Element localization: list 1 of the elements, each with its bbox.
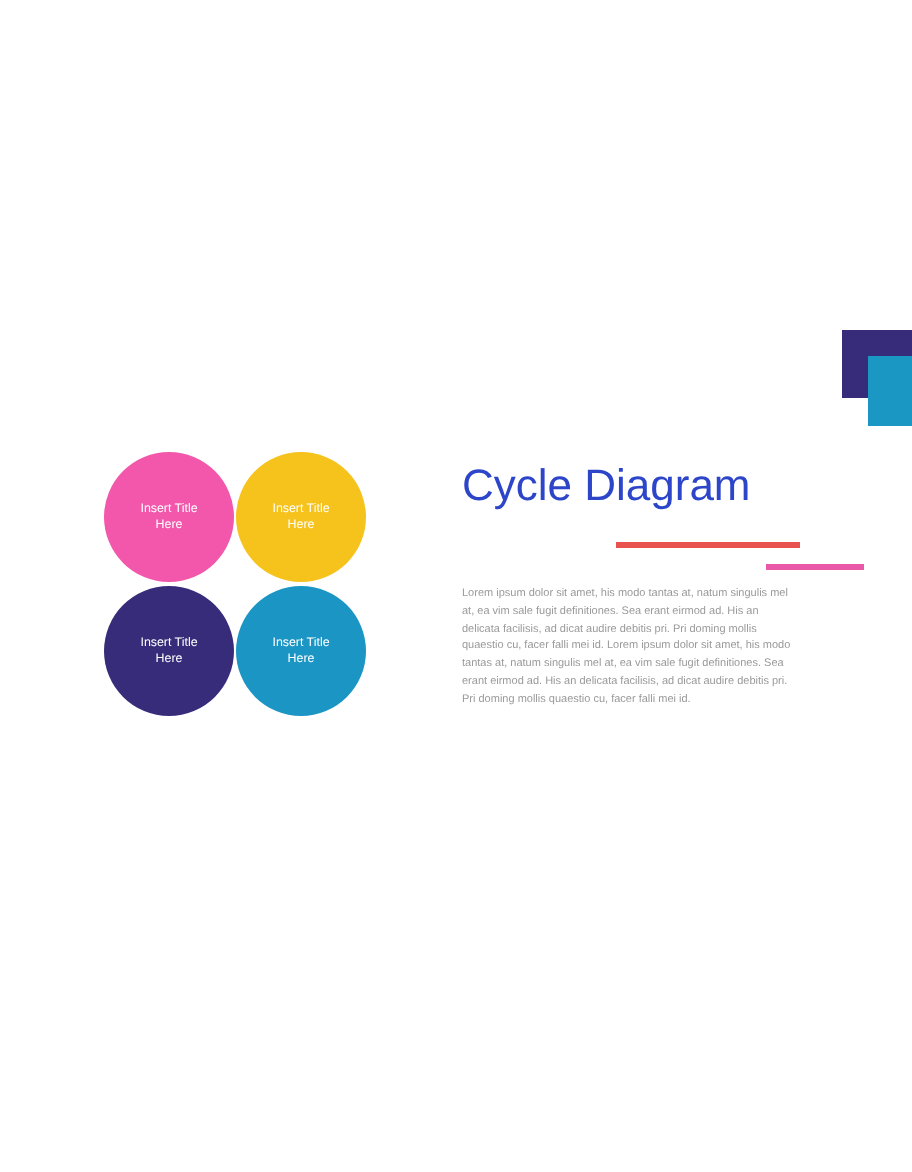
title: Cycle Diagram [462,460,751,512]
